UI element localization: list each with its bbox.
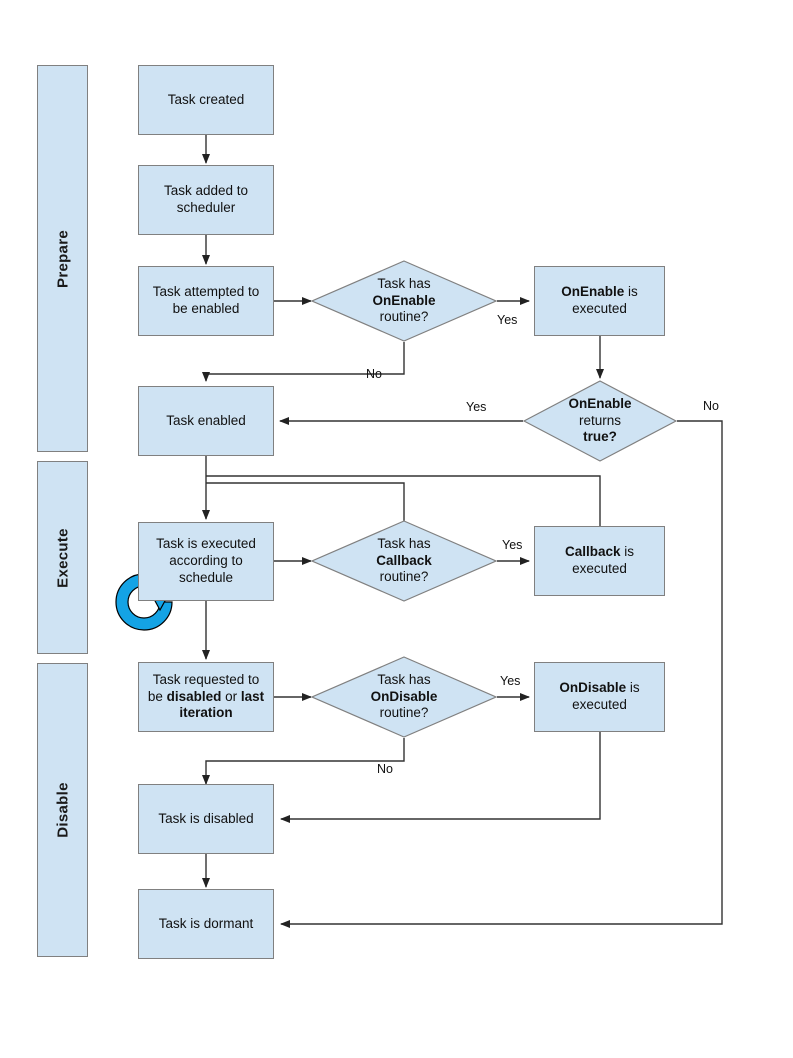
- node-task-created[interactable]: Task created: [138, 65, 274, 135]
- node-ondisable-is-executed-rest: is executed: [572, 680, 640, 712]
- band-prepare-label: Prepare: [54, 229, 71, 288]
- node-task-enabled-label: Task enabled: [166, 412, 246, 428]
- node-task-requested-bold-disabled: disabled: [166, 688, 222, 704]
- node-task-added-to-scheduler[interactable]: Task added to scheduler: [138, 165, 274, 235]
- node-task-is-executed-label: Task is executed according to schedule: [156, 536, 256, 585]
- node-onenable-is-executed-rest: is executed: [572, 284, 638, 316]
- decision-ondisable-line3: routine?: [379, 705, 429, 721]
- edge-label-returns-no: No: [703, 399, 719, 413]
- node-ondisable-is-executed[interactable]: OnDisable is executed: [534, 662, 665, 732]
- decision-onenable-line2: OnEnable: [372, 292, 436, 308]
- edge-label-onenable-no: No: [366, 367, 382, 381]
- node-onenable-is-executed-bold: OnEnable: [561, 284, 625, 300]
- node-task-requested-bold-last-iteration: last iteration: [179, 688, 265, 721]
- edge-label-ondisable-no: No: [377, 762, 393, 776]
- node-task-requested-pre: Task requested to be: [147, 671, 260, 704]
- band-execute: Execute: [37, 461, 88, 654]
- band-disable-label: Disable: [54, 782, 71, 838]
- edge-label-onenable-yes: Yes: [497, 313, 518, 327]
- node-callback-is-executed-bold: Callback: [564, 544, 621, 560]
- edge-label-returns-yes: Yes: [466, 400, 487, 414]
- decision-ondisable-line2: OnDisable: [370, 688, 438, 704]
- node-task-added-to-scheduler-label: Task added to scheduler: [163, 183, 249, 215]
- node-onenable-is-executed[interactable]: OnEnable is executed: [534, 266, 665, 336]
- band-execute-label: Execute: [54, 527, 71, 588]
- decision-task-has-onenable[interactable]: Task has OnEnable routine?: [311, 260, 497, 342]
- decision-returns-line3: true?: [583, 429, 617, 445]
- edge-label-callback-yes: Yes: [502, 538, 523, 552]
- decision-callback-line3: routine?: [379, 569, 429, 585]
- decision-returns-line1: OnEnable: [568, 395, 632, 411]
- node-task-requested-mid: or: [221, 688, 241, 704]
- node-task-attempted-to-be-enabled-label: Task attempted to be enabled: [152, 284, 260, 316]
- decision-returns-line2: returns: [578, 412, 621, 428]
- edge-label-ondisable-yes: Yes: [500, 674, 521, 688]
- decision-ondisable-line1: Task has: [377, 671, 431, 687]
- node-callback-is-executed[interactable]: Callback is executed: [534, 526, 665, 596]
- node-task-enabled[interactable]: Task enabled: [138, 386, 274, 456]
- node-task-is-dormant-label: Task is dormant: [158, 915, 254, 931]
- decision-callback-line1: Task has: [377, 535, 431, 551]
- band-disable: Disable: [37, 663, 88, 957]
- decision-task-has-callback[interactable]: Task has Callback routine?: [311, 520, 497, 602]
- node-callback-is-executed-rest: is executed: [572, 544, 635, 576]
- node-task-attempted-to-be-enabled[interactable]: Task attempted to be enabled: [138, 266, 274, 336]
- node-task-created-label: Task created: [167, 91, 245, 107]
- node-task-is-disabled[interactable]: Task is disabled: [138, 784, 274, 854]
- node-task-is-disabled-label: Task is disabled: [158, 810, 254, 826]
- decision-onenable-returns-true[interactable]: OnEnable returns true?: [523, 380, 677, 462]
- node-task-requested-to-be-disabled[interactable]: Task requested to be disabled or last it…: [138, 662, 274, 732]
- decision-onenable-line3: routine?: [379, 309, 429, 325]
- band-prepare: Prepare: [37, 65, 88, 452]
- decision-callback-line2: Callback: [376, 552, 432, 568]
- node-task-is-executed-according-to-schedule[interactable]: Task is executed according to schedule: [138, 522, 274, 601]
- decision-task-has-ondisable[interactable]: Task has OnDisable routine?: [311, 656, 497, 738]
- node-ondisable-is-executed-bold: OnDisable: [559, 680, 627, 696]
- decision-onenable-line1: Task has: [377, 275, 431, 291]
- node-task-is-dormant[interactable]: Task is dormant: [138, 889, 274, 959]
